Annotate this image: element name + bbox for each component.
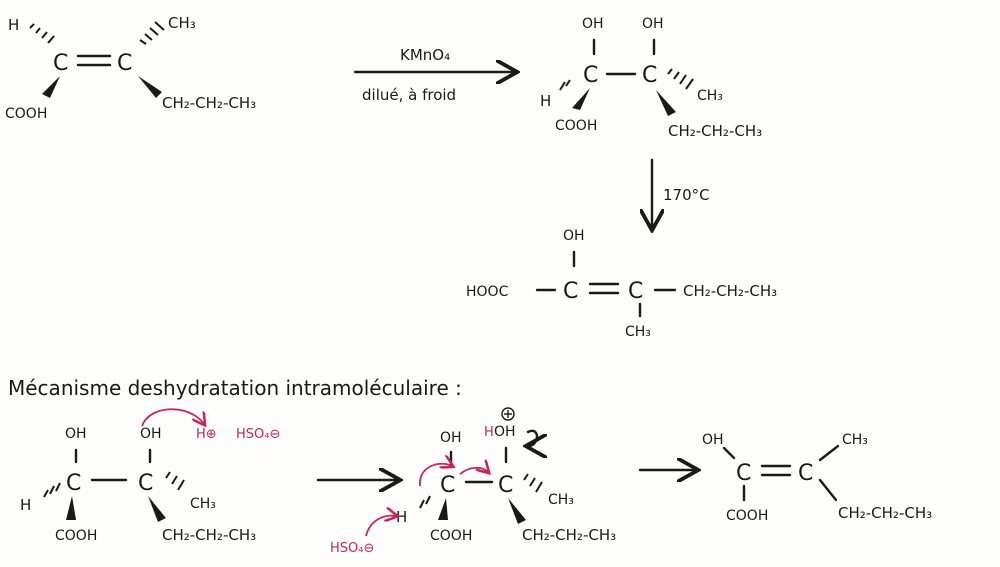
group-hooc: HOOC	[466, 284, 509, 300]
proton-label: H⊕	[196, 427, 217, 442]
atom-c2: C	[117, 51, 132, 76]
atom-h: H	[8, 16, 19, 34]
oh-m1-left: OH	[65, 426, 87, 442]
group-m2-cooh: COOH	[430, 528, 472, 544]
hso4-label-1: HSO₄⊖	[236, 427, 280, 442]
temperature-label: 170°C	[663, 186, 710, 204]
atom-m2-c1: C	[440, 473, 455, 498]
atom-c4: C	[642, 63, 657, 88]
arrow-oxidation: KMnO₄ dilué, à froid	[353, 46, 515, 104]
group-cooh-2: COOH	[555, 118, 597, 134]
group-m2-ch3: CH₃	[548, 492, 574, 508]
oh-left: OH	[582, 16, 604, 32]
atom-m1-h: H	[20, 496, 31, 514]
group-ch3-2: CH₃	[697, 88, 723, 104]
curved-arrow-protonation	[141, 408, 204, 426]
mechanism-title: Mécanisme deshydratation intramoléculair…	[8, 376, 462, 400]
group-cooh: COOH	[5, 106, 47, 122]
atom-c1: C	[53, 51, 68, 76]
atom-m1-c2: C	[138, 471, 153, 496]
atom-h2: H	[540, 92, 551, 110]
group-m1-cooh: COOH	[55, 528, 97, 544]
mechanism-diol: OH OH C C H COOH CH₃ CH₂-CH₂-CH₃ H⊕ HSO₄…	[20, 408, 280, 544]
group-propyl-3: CH₂-CH₂-CH₃	[683, 282, 777, 300]
group-m3-cooh: COOH	[726, 508, 768, 524]
group-propyl: CH₂-CH₂-CH₃	[162, 94, 256, 112]
oh-enol: OH	[563, 228, 585, 244]
atom-m2-c2: C	[498, 473, 513, 498]
oh-m1-right: OH	[140, 426, 162, 442]
atom-c6: C	[628, 279, 643, 304]
reagent-kmno4: KMnO₄	[400, 46, 450, 64]
atom-m3-c1: C	[736, 461, 751, 486]
group-m3-propyl: CH₂-CH₂-CH₃	[838, 504, 932, 522]
arrow-heating: 170°C	[652, 158, 710, 228]
oh-m2-left: OH	[440, 430, 462, 446]
hso4-label-2: HSO₄⊖	[330, 541, 374, 556]
oh-m3: OH	[702, 432, 724, 448]
group-m1-ch3: CH₃	[190, 496, 216, 512]
group-m1-propyl: CH₂-CH₂-CH₃	[162, 526, 256, 544]
group-propyl-2: CH₂-CH₂-CH₃	[668, 122, 762, 140]
alkene-reactant: H C C COOH CH₃ CH₂-CH₂-CH₃	[5, 14, 256, 122]
reagent-conditions: dilué, à froid	[362, 86, 456, 104]
oxonium-h: H	[484, 425, 494, 440]
atom-c3: C	[583, 63, 598, 88]
mechanism-oxonium: OH H OH C C H COOH CH₃ CH₂-CH₂-CH₃ HSO₄⊖	[330, 407, 616, 556]
oxonium-label: OH	[494, 424, 516, 440]
group-m3-ch3: CH₃	[842, 432, 868, 448]
diol-product: OH OH C C H COOH CH₃ CH₂-CH₂-CH₃	[540, 16, 762, 140]
mechanism-enol: OH C C COOH CH₃ CH₂-CH₂-CH₃	[702, 432, 932, 524]
oh-right: OH	[642, 16, 664, 32]
enol-product: OH HOOC C C CH₂-CH₂-CH₃ CH₃	[466, 228, 777, 340]
group-ch3: CH₃	[168, 14, 196, 32]
group-ch3-3: CH₃	[625, 324, 651, 340]
atom-c5: C	[563, 279, 578, 304]
atom-m2-h: H	[396, 508, 407, 526]
atom-m1-c1: C	[66, 471, 81, 496]
atom-m3-c2: C	[798, 461, 813, 486]
group-m2-propyl: CH₂-CH₂-CH₃	[522, 526, 616, 544]
